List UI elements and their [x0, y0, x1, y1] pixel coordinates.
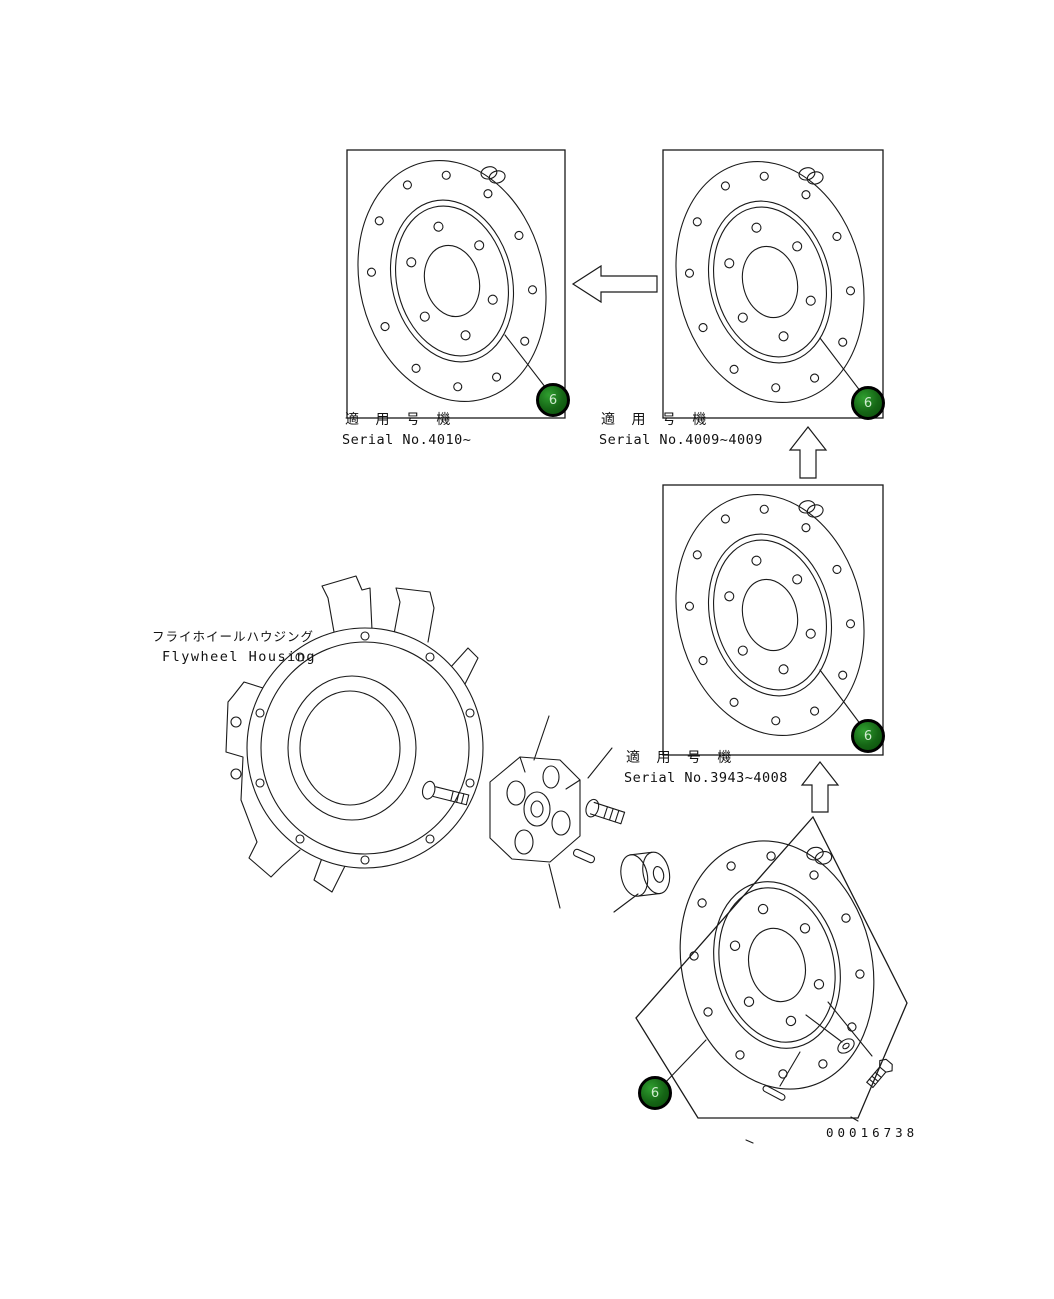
panel-serial-4009-serial-text: Serial No.4009~4009 — [599, 432, 763, 448]
panel-frame-current-model — [635, 815, 908, 1119]
washer-drawing — [837, 1038, 855, 1054]
panel-frame-serial-4009 — [662, 149, 884, 419]
callout-badge-current-model: 6 — [638, 1076, 672, 1110]
damper-plate-serial-4010 — [332, 139, 572, 423]
callout-number: 6 — [548, 392, 558, 408]
document-number: 00016738 — [826, 1125, 919, 1140]
bushing-drawing — [620, 851, 671, 897]
panel-frame-serial-4010 — [346, 149, 566, 419]
coupling-assembly-drawing — [421, 715, 671, 913]
panel-serial-3943-serial-text: Serial No.3943~4008 — [624, 770, 788, 786]
panel-serial-4010-serial-text: Serial No.4010~ — [342, 432, 472, 448]
arrow-up-bottom-icon — [800, 761, 840, 813]
panel-serial-3943-label-jp: 適 用 号 機 — [626, 750, 738, 766]
damper-plate-serial-3943 — [650, 473, 890, 757]
callout-badge-serial-4010: 6 — [536, 383, 570, 417]
coupling-bolt-right — [585, 798, 626, 825]
damper-plate-current-model — [654, 819, 900, 1144]
panel-serial-4010-label-jp: 適 用 号 機 — [345, 412, 457, 428]
flywheel-housing-label-en: Flywheel Housing — [162, 649, 317, 665]
flywheel-housing-drawing — [225, 575, 484, 893]
flywheel-housing-label-jp: フライホイールハウジング — [152, 629, 315, 644]
panel-serial-4009-label-jp: 適 用 号 機 — [601, 412, 713, 428]
callout-number: 6 — [650, 1085, 660, 1101]
callout-badge-serial-4009: 6 — [851, 386, 885, 420]
callout-number: 6 — [863, 728, 873, 744]
coupling-bolt-left — [421, 780, 470, 806]
callout-badge-serial-3943: 6 — [851, 719, 885, 753]
callout-number: 6 — [863, 395, 873, 411]
bolt-drawing — [866, 1058, 893, 1088]
arrow-up-top-icon — [788, 426, 828, 479]
damper-plate-serial-4009 — [650, 140, 890, 424]
coupling-pin — [572, 848, 596, 864]
panel-frame-serial-3943 — [662, 484, 884, 756]
arrow-left-icon — [571, 264, 658, 304]
pin-drawing — [762, 1085, 786, 1101]
